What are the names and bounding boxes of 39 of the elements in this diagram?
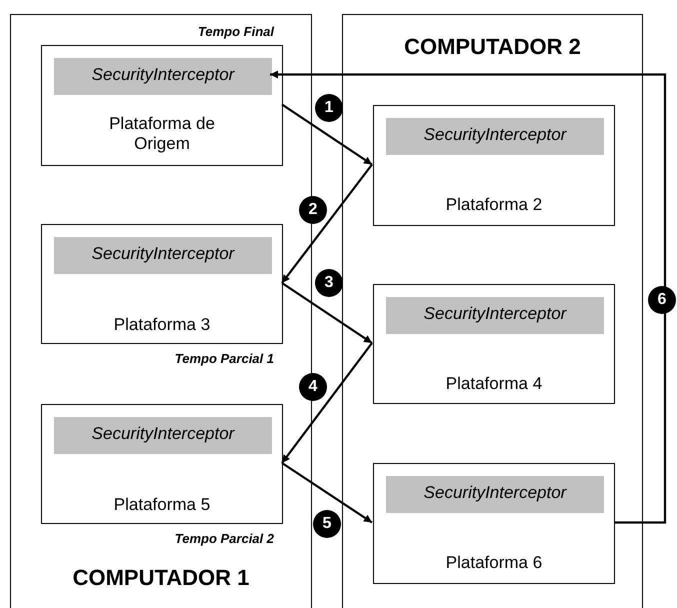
platform-name: Plataforma 3 xyxy=(112,315,212,336)
interceptor-label: SecurityInterceptor xyxy=(90,424,236,444)
interceptor-label: SecurityInterceptor xyxy=(422,304,568,324)
computer-panel xyxy=(342,14,643,608)
interceptor-label: SecurityInterceptor xyxy=(422,483,568,503)
step-number: 4 xyxy=(299,373,327,401)
arrow xyxy=(281,462,373,524)
arrow xyxy=(281,164,373,284)
computer-heading: COMPUTADOR 1 xyxy=(72,565,250,591)
step-number: 1 xyxy=(315,94,343,122)
platform-name: Plataforma 4 xyxy=(444,374,544,394)
platform-name: Plataforma de Origem xyxy=(108,114,216,155)
arrow xyxy=(281,342,373,464)
interceptor-label: SecurityInterceptor xyxy=(90,244,236,264)
arrow xyxy=(281,282,373,344)
interceptor-band xyxy=(54,237,272,274)
step-number: 5 xyxy=(313,510,341,538)
step-number: 2 xyxy=(299,196,327,224)
platform-box xyxy=(373,284,615,404)
interceptor-label: SecurityInterceptor xyxy=(90,65,236,85)
platform-box xyxy=(373,105,615,226)
time-note: Tempo Parcial 1 xyxy=(174,351,274,366)
step-number: 3 xyxy=(315,269,343,297)
interceptor-band xyxy=(54,417,272,454)
interceptor-band xyxy=(386,118,604,155)
interceptor-band xyxy=(386,476,604,513)
interceptor-band xyxy=(54,58,272,95)
platform-name: Plataforma 2 xyxy=(444,195,544,216)
time-note: Tempo Final xyxy=(198,24,274,39)
platform-name: Plataforma 6 xyxy=(444,553,544,574)
time-note: Tempo Parcial 2 xyxy=(174,531,274,546)
interceptor-band xyxy=(386,297,604,334)
arrow xyxy=(281,104,373,166)
computer-heading: COMPUTADOR 2 xyxy=(403,34,582,60)
platform-box xyxy=(373,463,615,584)
platform-name: Plataforma 5 xyxy=(112,495,212,516)
interceptor-label: SecurityInterceptor xyxy=(422,125,568,145)
step-number: 6 xyxy=(648,286,676,314)
arrow xyxy=(270,70,666,524)
